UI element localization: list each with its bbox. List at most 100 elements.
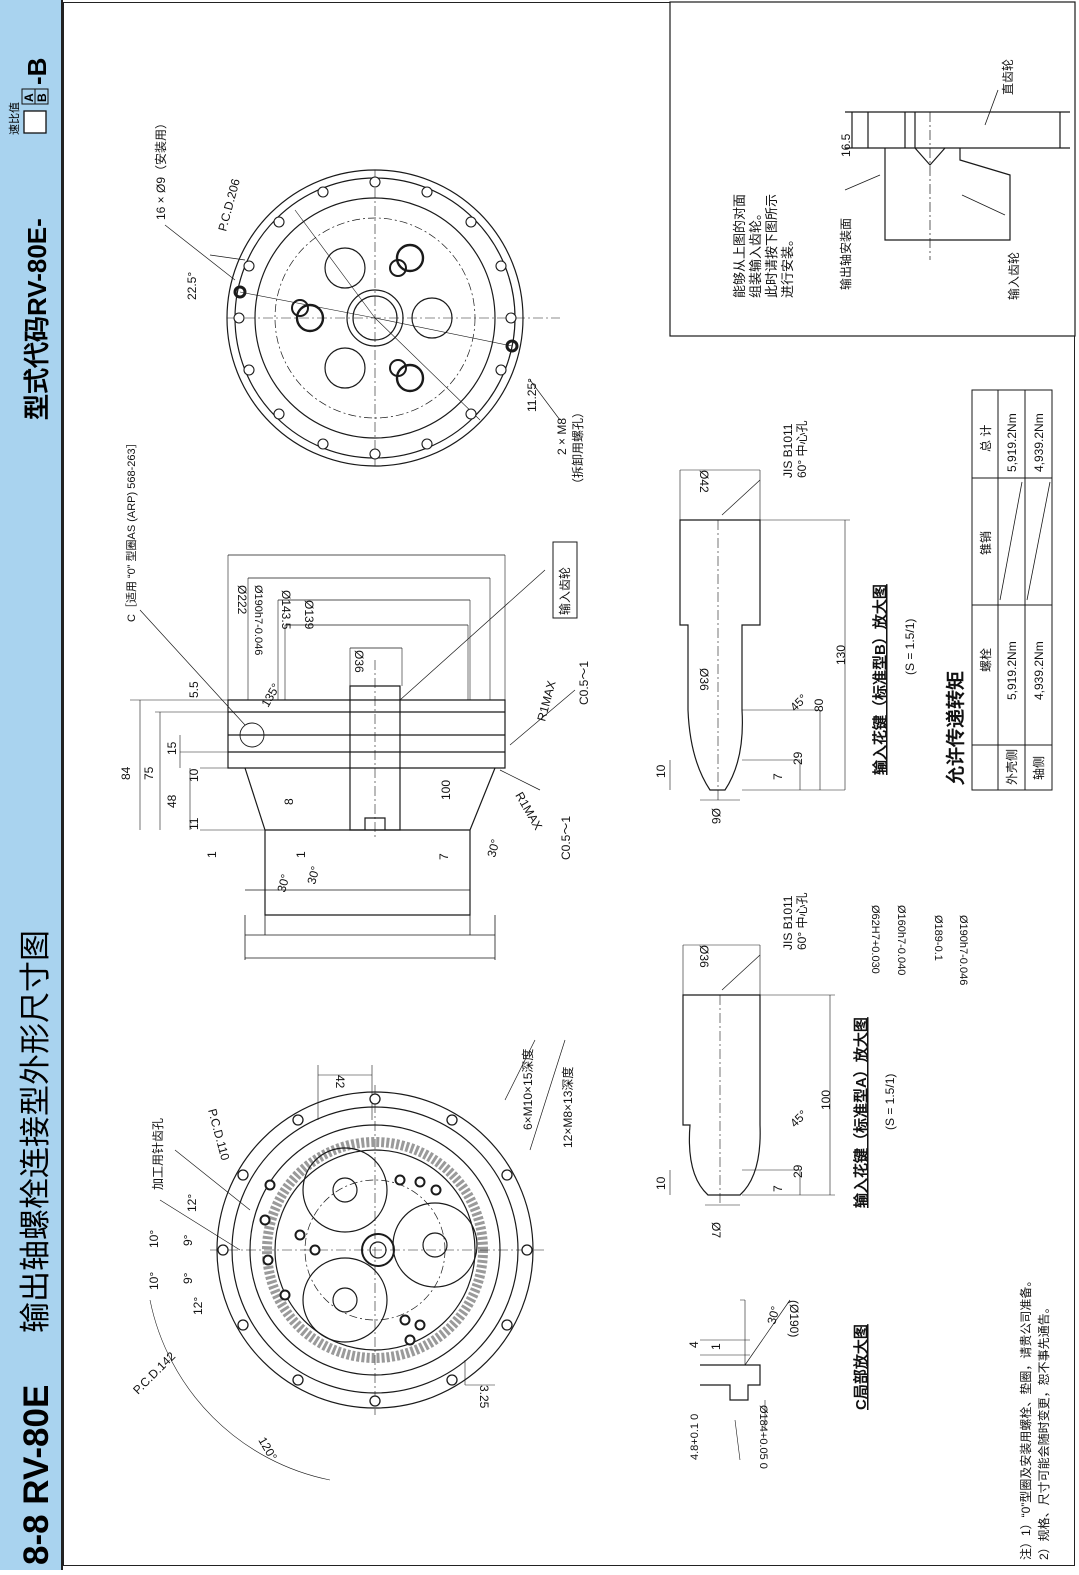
bottom-a120: 120° xyxy=(255,1435,280,1464)
side-v5-5: 5.5 xyxy=(187,681,201,698)
side-view-labels: C［适用 “0” 型圈AS (ARP) 568-263］ 输入齿轮 Ø222 Ø… xyxy=(119,437,969,985)
spline-a-caption: 输入花键（标准型A）放大图 xyxy=(852,1017,870,1208)
side-v15: 15 xyxy=(165,741,179,755)
spline-a-drawing xyxy=(669,944,835,1206)
bottom-dim325: 3.25 xyxy=(477,1385,491,1409)
page-title: 输出轴螺栓连接型外形尺寸图 xyxy=(18,930,53,1333)
top-angle-11-25: 11.25° xyxy=(525,378,539,412)
spline-b-d42: Ø42 xyxy=(697,470,711,493)
side-view xyxy=(130,541,578,960)
bottom-pcd110: P.C.D.110 xyxy=(205,1107,232,1162)
spline-b-drawing xyxy=(669,469,850,801)
spline-b-l29: 29 xyxy=(791,751,805,765)
note-box-labels: 能够从上图的对面 组装输入齿轮。 此时请按下图所示 进行安装。 16.5 直齿轮… xyxy=(732,59,1021,300)
spline-a-a45: 45° xyxy=(787,1107,810,1130)
sidebar-titles: 8-8 RV-80E 输出轴螺栓连接型外形尺寸图 型式代码RV-80E- 速比值… xyxy=(8,58,56,1565)
top-holes-label: 16 × Ø9（安装用） xyxy=(153,117,168,220)
spline-a-jis2: 60° 中心孔 xyxy=(794,893,809,950)
torque-table: 允许传递转矩 螺栓 锥销 总 计 外壳侧 5,919.2Nm 5,919.2Nm… xyxy=(944,389,1053,791)
side-d160: Ø160h7-0.040 xyxy=(895,905,907,975)
bottom-pin-hole: 加工用针齿孔 xyxy=(150,1118,165,1190)
spline-b-l10: 10 xyxy=(654,764,668,778)
spline-b-d6: Ø6 xyxy=(709,808,723,824)
detail-c-h48: 4.8+0.1 0 xyxy=(689,1414,701,1460)
note-box xyxy=(669,1,1076,337)
side-a135: 135° xyxy=(258,681,283,710)
side-c05-bottom: C0.5～1 xyxy=(559,816,573,860)
torque-table-title: 允许传递转矩 xyxy=(944,671,967,786)
note-line-4: 进行安装。 xyxy=(780,233,795,298)
detail-c-d190: (Ø190) xyxy=(787,1300,801,1337)
side-input-gear-label: 输入齿轮 xyxy=(557,567,572,615)
side-d62: Ø62H7+0.030 xyxy=(869,905,881,974)
detail-c-a30: 30° xyxy=(764,1304,782,1325)
bottom-m10: 6×M10×15深度 xyxy=(520,1049,535,1130)
bolt-holes-bottom xyxy=(217,1093,533,1407)
footnotes: 注）1）“0”型圈及安装用螺栓、垫圈，请贵公司准备。 2）规格、尺寸可能会随时变… xyxy=(1018,1275,1051,1560)
side-a30a: 30° xyxy=(274,872,292,893)
spline-a-l29: 29 xyxy=(791,1164,805,1178)
spline-b-jis2: 60° 中心孔 xyxy=(794,421,809,478)
side-v7: 7 xyxy=(437,853,451,860)
top-pcd-label: P.C.D.206 xyxy=(215,177,243,233)
spline-b-labels: 输入花键（标准型B）放大图 (S = 1.5/1) Ø42 JIS B1011 … xyxy=(654,421,917,825)
side-v48: 48 xyxy=(165,794,179,808)
detail-c-drawing xyxy=(700,1299,791,1461)
note-line-1: 注）1）“0”型圈及安装用螺栓、垫圈，请贵公司准备。 xyxy=(1018,1275,1033,1560)
option-bottom: B xyxy=(35,93,49,102)
detail-c-v4: 4 xyxy=(687,1341,701,1348)
bottom-a9a: 9° xyxy=(181,1234,195,1246)
bottom-view-labels: P.C.D.142 P.C.D.110 加工用针齿孔 6×M10×15深度 12… xyxy=(130,1049,575,1464)
side-a30b: 30° xyxy=(304,864,322,885)
note-dim-16-5: 16.5 xyxy=(839,133,853,157)
note-line-2: 2）规格、尺寸可能会随时变更，恕不事先通告。 xyxy=(1036,1301,1051,1560)
note-line-1: 能够从上图的对面 xyxy=(732,194,747,298)
side-r1-bottom: R1MAX xyxy=(512,790,545,833)
torque-row-shaft-bolt: 4,939.2Nm xyxy=(1032,641,1046,700)
side-a30c: 30° xyxy=(484,837,502,858)
bottom-a10b: 10° xyxy=(147,1272,161,1290)
side-d222: Ø222 xyxy=(235,585,249,615)
spline-a-labels: 输入花键（标准型A）放大图 (S = 1.5/1) Ø36 JIS B1011 … xyxy=(654,893,897,1239)
torque-header-total: 总 计 xyxy=(979,425,993,452)
option-box-bottom xyxy=(34,88,49,105)
spline-b-caption: 输入花键（标准型B）放大图 xyxy=(871,584,889,775)
spline-a-scale: (S = 1.5/1) xyxy=(883,1074,897,1130)
side-v8: 8 xyxy=(282,798,296,805)
torque-row-shaft-label: 轴侧 xyxy=(1031,756,1046,780)
side-v84: 84 xyxy=(119,766,133,780)
top-view xyxy=(164,169,561,467)
torque-header-pin: 锥销 xyxy=(979,531,993,555)
side-v1b: 1 xyxy=(294,851,308,858)
detail-c-v1: 1 xyxy=(709,1343,723,1350)
side-d190b: Ø190h7-0.046 xyxy=(957,915,969,985)
spline-b-a45: 45° xyxy=(787,691,810,714)
side-d139: Ø139 xyxy=(302,600,316,630)
title-sidebar: 8-8 RV-80E 输出轴螺栓连接型外形尺寸图 型式代码RV-80E- 速比值… xyxy=(0,0,63,1570)
detail-c-d184: Ø184+0.05 0 xyxy=(757,1405,769,1469)
note-line-3: 此时请按下图所示 xyxy=(764,194,779,298)
bottom-a12a: 12° xyxy=(185,1194,199,1212)
detail-c-caption: C局部放大图 xyxy=(852,1324,870,1410)
side-v100: 100 xyxy=(439,780,453,800)
torque-row-housing-total: 5,919.2Nm xyxy=(1005,413,1019,472)
torque-row-shaft-total: 4,939.2Nm xyxy=(1032,413,1046,472)
side-v11: 11 xyxy=(187,817,201,830)
detail-c-labels: C局部放大图 (Ø190) 30° 4 1 4.8+0.1 0 Ø184+0.0… xyxy=(687,1300,870,1469)
side-d36: Ø36 xyxy=(352,650,366,673)
ratio-box xyxy=(23,110,47,134)
model-code-label: 型式代码RV-80E- xyxy=(22,218,52,420)
torque-header-bolt: 螺栓 xyxy=(978,648,993,672)
spline-b-jis1: JIS B1011 xyxy=(781,423,795,478)
note-line-2: 组装输入齿轮。 xyxy=(748,207,763,298)
side-d143: Ø143.5 xyxy=(279,590,293,630)
label-mount-face: 输出轴安装面 xyxy=(838,218,853,290)
side-v75: 75 xyxy=(142,766,156,780)
bottom-m8: 12×M8×13深度 xyxy=(560,1067,575,1148)
bottom-dim42: 42 xyxy=(333,1075,347,1089)
bolt-holes-top xyxy=(233,176,517,460)
label-input-gear-note: 输入齿轮 xyxy=(1006,252,1021,300)
spline-a-d36: Ø36 xyxy=(697,945,711,968)
ratio-note: 速比值 xyxy=(8,102,21,135)
option-top: A xyxy=(22,93,36,102)
